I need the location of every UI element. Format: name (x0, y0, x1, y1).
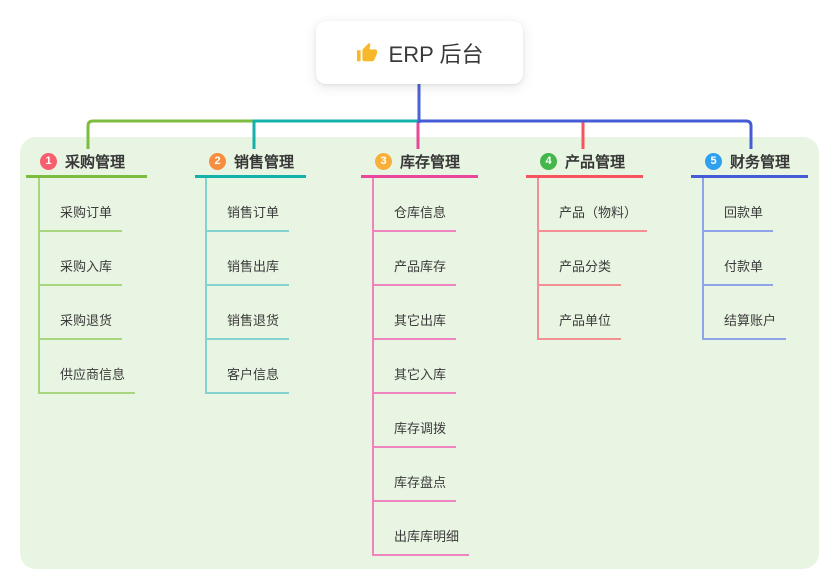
child-node[interactable]: 仓库信息 (374, 178, 457, 232)
child-node-label: 仓库信息 (394, 205, 447, 220)
branch-number-badge: 2 (209, 153, 226, 170)
branch-column: 4 产品管理产品（物料） 产品分类产品单位 (526, 148, 648, 340)
branch-children: 仓库信息产品库存其它出库其它入库库存调拨库存盘点出库库明细 (372, 178, 478, 556)
child-node-label: 其它出库 (394, 313, 447, 328)
child-node[interactable]: 供应商信息 (40, 340, 136, 394)
branch-node[interactable]: 3 库存管理 (361, 148, 478, 178)
child-node[interactable]: 库存调拨 (374, 394, 457, 448)
child-node-label: 供应商信息 (60, 367, 126, 382)
root-node[interactable]: ERP 后台 (316, 21, 523, 84)
branch-node[interactable]: 4 产品管理 (526, 148, 643, 178)
child-node-label: 产品（物料） (559, 205, 638, 220)
child-node-label: 库存盘点 (394, 475, 447, 490)
child-node[interactable]: 销售订单 (207, 178, 290, 232)
branch-background-panel (20, 137, 819, 569)
child-node[interactable]: 采购入库 (40, 232, 123, 286)
child-node[interactable]: 产品分类 (539, 232, 622, 286)
branch-label: 财务管理 (730, 154, 791, 171)
child-node[interactable]: 销售退货 (207, 286, 290, 340)
branch-node[interactable]: 5 财务管理 (691, 148, 808, 178)
child-node[interactable]: 产品库存 (374, 232, 457, 286)
child-node-label: 客户信息 (227, 367, 280, 382)
branch-number-badge: 5 (705, 153, 722, 170)
branch-column: 3 库存管理仓库信息产品库存其它出库其它入库库存调拨库存盘点出库库明细 (361, 148, 478, 556)
branch-label: 库存管理 (400, 154, 461, 171)
child-node-label: 采购入库 (60, 259, 113, 274)
root-node-label: ERP 后台 (388, 41, 484, 67)
child-node[interactable]: 出库库明细 (374, 502, 470, 556)
child-node[interactable]: 结算账户 (704, 286, 787, 340)
child-node-label: 结算账户 (724, 313, 777, 328)
branch-children: 销售订单销售出库销售退货客户信息 (205, 178, 306, 394)
branch-node[interactable]: 2 销售管理 (195, 148, 306, 178)
branch-number-badge: 4 (540, 153, 557, 170)
child-node-label: 其它入库 (394, 367, 447, 382)
child-node-label: 销售退货 (227, 313, 280, 328)
child-node[interactable]: 采购订单 (40, 178, 123, 232)
child-node-label: 销售出库 (227, 259, 280, 274)
branch-label: 产品管理 (565, 154, 626, 171)
child-node[interactable]: 回款单 (704, 178, 774, 232)
child-node[interactable]: 销售出库 (207, 232, 290, 286)
child-node-label: 产品单位 (559, 313, 612, 328)
child-node[interactable]: 库存盘点 (374, 448, 457, 502)
branch-label: 采购管理 (65, 154, 126, 171)
child-node[interactable]: 其它入库 (374, 340, 457, 394)
child-node-label: 产品库存 (394, 259, 447, 274)
branch-column: 1 采购管理采购订单采购入库采购退货供应商信息 (26, 148, 147, 394)
child-node[interactable]: 产品单位 (539, 286, 622, 340)
child-node-label: 回款单 (724, 205, 764, 220)
branch-column: 5 财务管理回款单付款单结算账户 (691, 148, 808, 340)
child-node-label: 出库库明细 (394, 529, 460, 544)
branch-label: 销售管理 (234, 154, 295, 171)
child-node-label: 付款单 (724, 259, 764, 274)
child-node-label: 产品分类 (559, 259, 612, 274)
branch-number-badge: 1 (40, 153, 57, 170)
child-node-label: 销售订单 (227, 205, 280, 220)
branch-children: 产品（物料） 产品分类产品单位 (537, 178, 648, 340)
branch-children: 采购订单采购入库采购退货供应商信息 (38, 178, 147, 394)
branch-number-badge: 3 (375, 153, 392, 170)
child-node[interactable]: 客户信息 (207, 340, 290, 394)
child-node[interactable]: 采购退货 (40, 286, 123, 340)
branch-column: 2 销售管理销售订单销售出库销售退货客户信息 (195, 148, 306, 394)
branch-node[interactable]: 1 采购管理 (26, 148, 147, 178)
child-node-label: 采购退货 (60, 313, 113, 328)
child-node-label: 库存调拨 (394, 421, 447, 436)
child-node[interactable]: 产品（物料） (539, 178, 648, 232)
child-node[interactable]: 其它出库 (374, 286, 457, 340)
child-node-label: 采购订单 (60, 205, 113, 220)
child-node[interactable]: 付款单 (704, 232, 774, 286)
thumbs-up-icon (356, 42, 378, 64)
branch-children: 回款单付款单结算账户 (702, 178, 808, 340)
